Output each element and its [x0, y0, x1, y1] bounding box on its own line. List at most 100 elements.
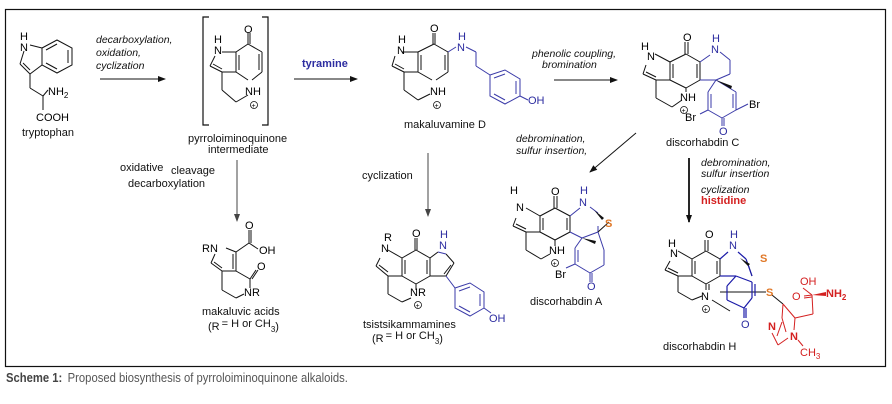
histidine-moiety — [776, 287, 814, 337]
compound-name-discorhabdin-a: discorhabdin A — [530, 296, 603, 308]
atom-n: N — [768, 321, 776, 333]
atom-h: H — [641, 41, 649, 53]
reaction-condition: bromination — [542, 59, 597, 71]
charge-plus: + — [553, 261, 557, 268]
charge-plus-icon — [702, 305, 710, 313]
atom-n: N — [516, 202, 524, 214]
compound-name-intermediate: pyrroloiminoquinone — [188, 133, 287, 145]
reaction-condition: decarboxylation — [128, 178, 205, 190]
atom-s: S — [760, 253, 767, 265]
reaction-condition: cleavage — [171, 165, 215, 177]
compound-name-makaluvic-acids: makaluvic acids — [202, 306, 280, 318]
atom-n: N — [397, 45, 405, 57]
atom-rn: RN — [202, 243, 218, 255]
atom-h: H — [398, 34, 406, 46]
spiro-ring-discorhabdin-a — [565, 206, 605, 282]
compound-name-intermediate-line2: intermediate — [208, 144, 269, 156]
atom-o: O — [257, 261, 266, 273]
compound-name-discorhabdin-c: discorhabdin C — [666, 137, 739, 149]
atom-cooh: COOH — [36, 112, 69, 124]
atom-o: O — [792, 291, 801, 303]
charge-plus: + — [704, 307, 708, 314]
figure-caption: Scheme 1: Proposed biosynthesis of pyrrol… — [6, 371, 348, 385]
reaction-condition: cyclization — [362, 170, 413, 182]
atom-oh: OH — [489, 313, 506, 325]
reaction-condition: cyclization — [96, 60, 145, 72]
charge-plus: + — [682, 108, 686, 115]
atom-h: H — [20, 31, 28, 43]
charge-plus-icon — [414, 301, 422, 309]
atom-br: Br — [685, 112, 696, 124]
atom-n: N — [579, 197, 587, 209]
atom-oh: OH — [259, 245, 276, 257]
wedge-bond — [812, 292, 826, 296]
reaction-condition: cyclization — [701, 184, 750, 196]
reaction-condition: debromination, — [516, 133, 585, 145]
compound-name-makaluvamine-d: makaluvamine D — [404, 119, 486, 131]
atom-o: O — [551, 186, 560, 198]
atom-br: Br — [749, 99, 760, 111]
atom-o: O — [587, 281, 596, 293]
atom-o: O — [244, 24, 253, 36]
atom-br: Br — [555, 269, 566, 281]
reaction-condition: oxidation, — [96, 47, 141, 59]
atom-h: H — [730, 229, 738, 241]
atom-nr: NR — [410, 287, 426, 299]
tyramine-moiety — [447, 46, 529, 105]
atom-nr: NR — [244, 287, 260, 299]
r-group-note: (R= H or CH3) — [208, 318, 279, 334]
imidazole-ring — [771, 332, 804, 347]
structure-discorhabdin-c — [642, 42, 701, 108]
reaction-condition: phenolic coupling, — [531, 48, 616, 60]
reagent-tyramine: tyramine — [302, 58, 348, 70]
atom-n: N — [711, 44, 719, 56]
charge-plus-icon — [551, 259, 559, 267]
reaction-condition: sulfur insertion — [701, 168, 769, 180]
reagent-histidine: histidine — [701, 195, 746, 207]
atom-n: N — [20, 42, 28, 54]
phenol-moiety-tsitsikammamines — [445, 275, 492, 317]
reaction-condition: sulfur insertion, — [516, 145, 587, 157]
wedge-bond — [594, 210, 604, 220]
atom-nh: NH — [430, 86, 446, 98]
atom-h: H — [214, 34, 222, 46]
compound-name-tsitsikammamines: tsistsikammamines — [363, 319, 456, 331]
cage-rings-discorhabdin-h — [719, 251, 756, 318]
atom-nh2: NH2 — [826, 288, 847, 302]
caption-text: Proposed biosynthesis of pyrroloiminoqui… — [67, 371, 348, 385]
structure-makaluvic-acids — [210, 230, 259, 299]
atom-n: N — [701, 291, 709, 303]
atom-o: O — [683, 32, 692, 44]
atom-n: N — [670, 248, 678, 260]
brackets — [202, 16, 269, 126]
wedge-bond — [716, 80, 732, 89]
charge-plus: + — [435, 103, 439, 110]
reaction-condition: oxidative — [120, 162, 163, 174]
atom-n: N — [214, 45, 222, 57]
atom-n: N — [457, 42, 465, 54]
charge-plus-icon — [250, 101, 258, 109]
reaction-condition: debromination, — [701, 157, 770, 169]
caption-label: Scheme 1: — [6, 371, 63, 385]
atom-oh: OH — [528, 95, 545, 107]
atom-o: O — [719, 126, 728, 138]
structure-tsitsikammamines — [375, 238, 431, 303]
atom-nh2: NH2 — [48, 86, 69, 100]
atom-h: H — [510, 185, 518, 197]
atom-ch3: CH3 — [800, 347, 821, 361]
atom-o: O — [705, 229, 714, 241]
atom-oh: OH — [800, 276, 817, 288]
charge-plus-icon — [680, 106, 688, 114]
compound-name-tryptophan: tryptophan — [22, 127, 74, 139]
charge-plus-icon — [433, 101, 441, 109]
structure-tryptophan — [19, 39, 73, 110]
structure-intermediate — [209, 33, 263, 103]
scheme-frame — [4, 8, 887, 368]
atom-n: N — [647, 51, 655, 63]
atom-h: H — [712, 33, 720, 45]
r-group-note: (R= H or CH3) — [372, 330, 443, 346]
pyrrole-ring-tsitsikammamines — [429, 251, 455, 277]
atom-h: H — [580, 185, 588, 197]
atom-h: H — [668, 238, 676, 250]
